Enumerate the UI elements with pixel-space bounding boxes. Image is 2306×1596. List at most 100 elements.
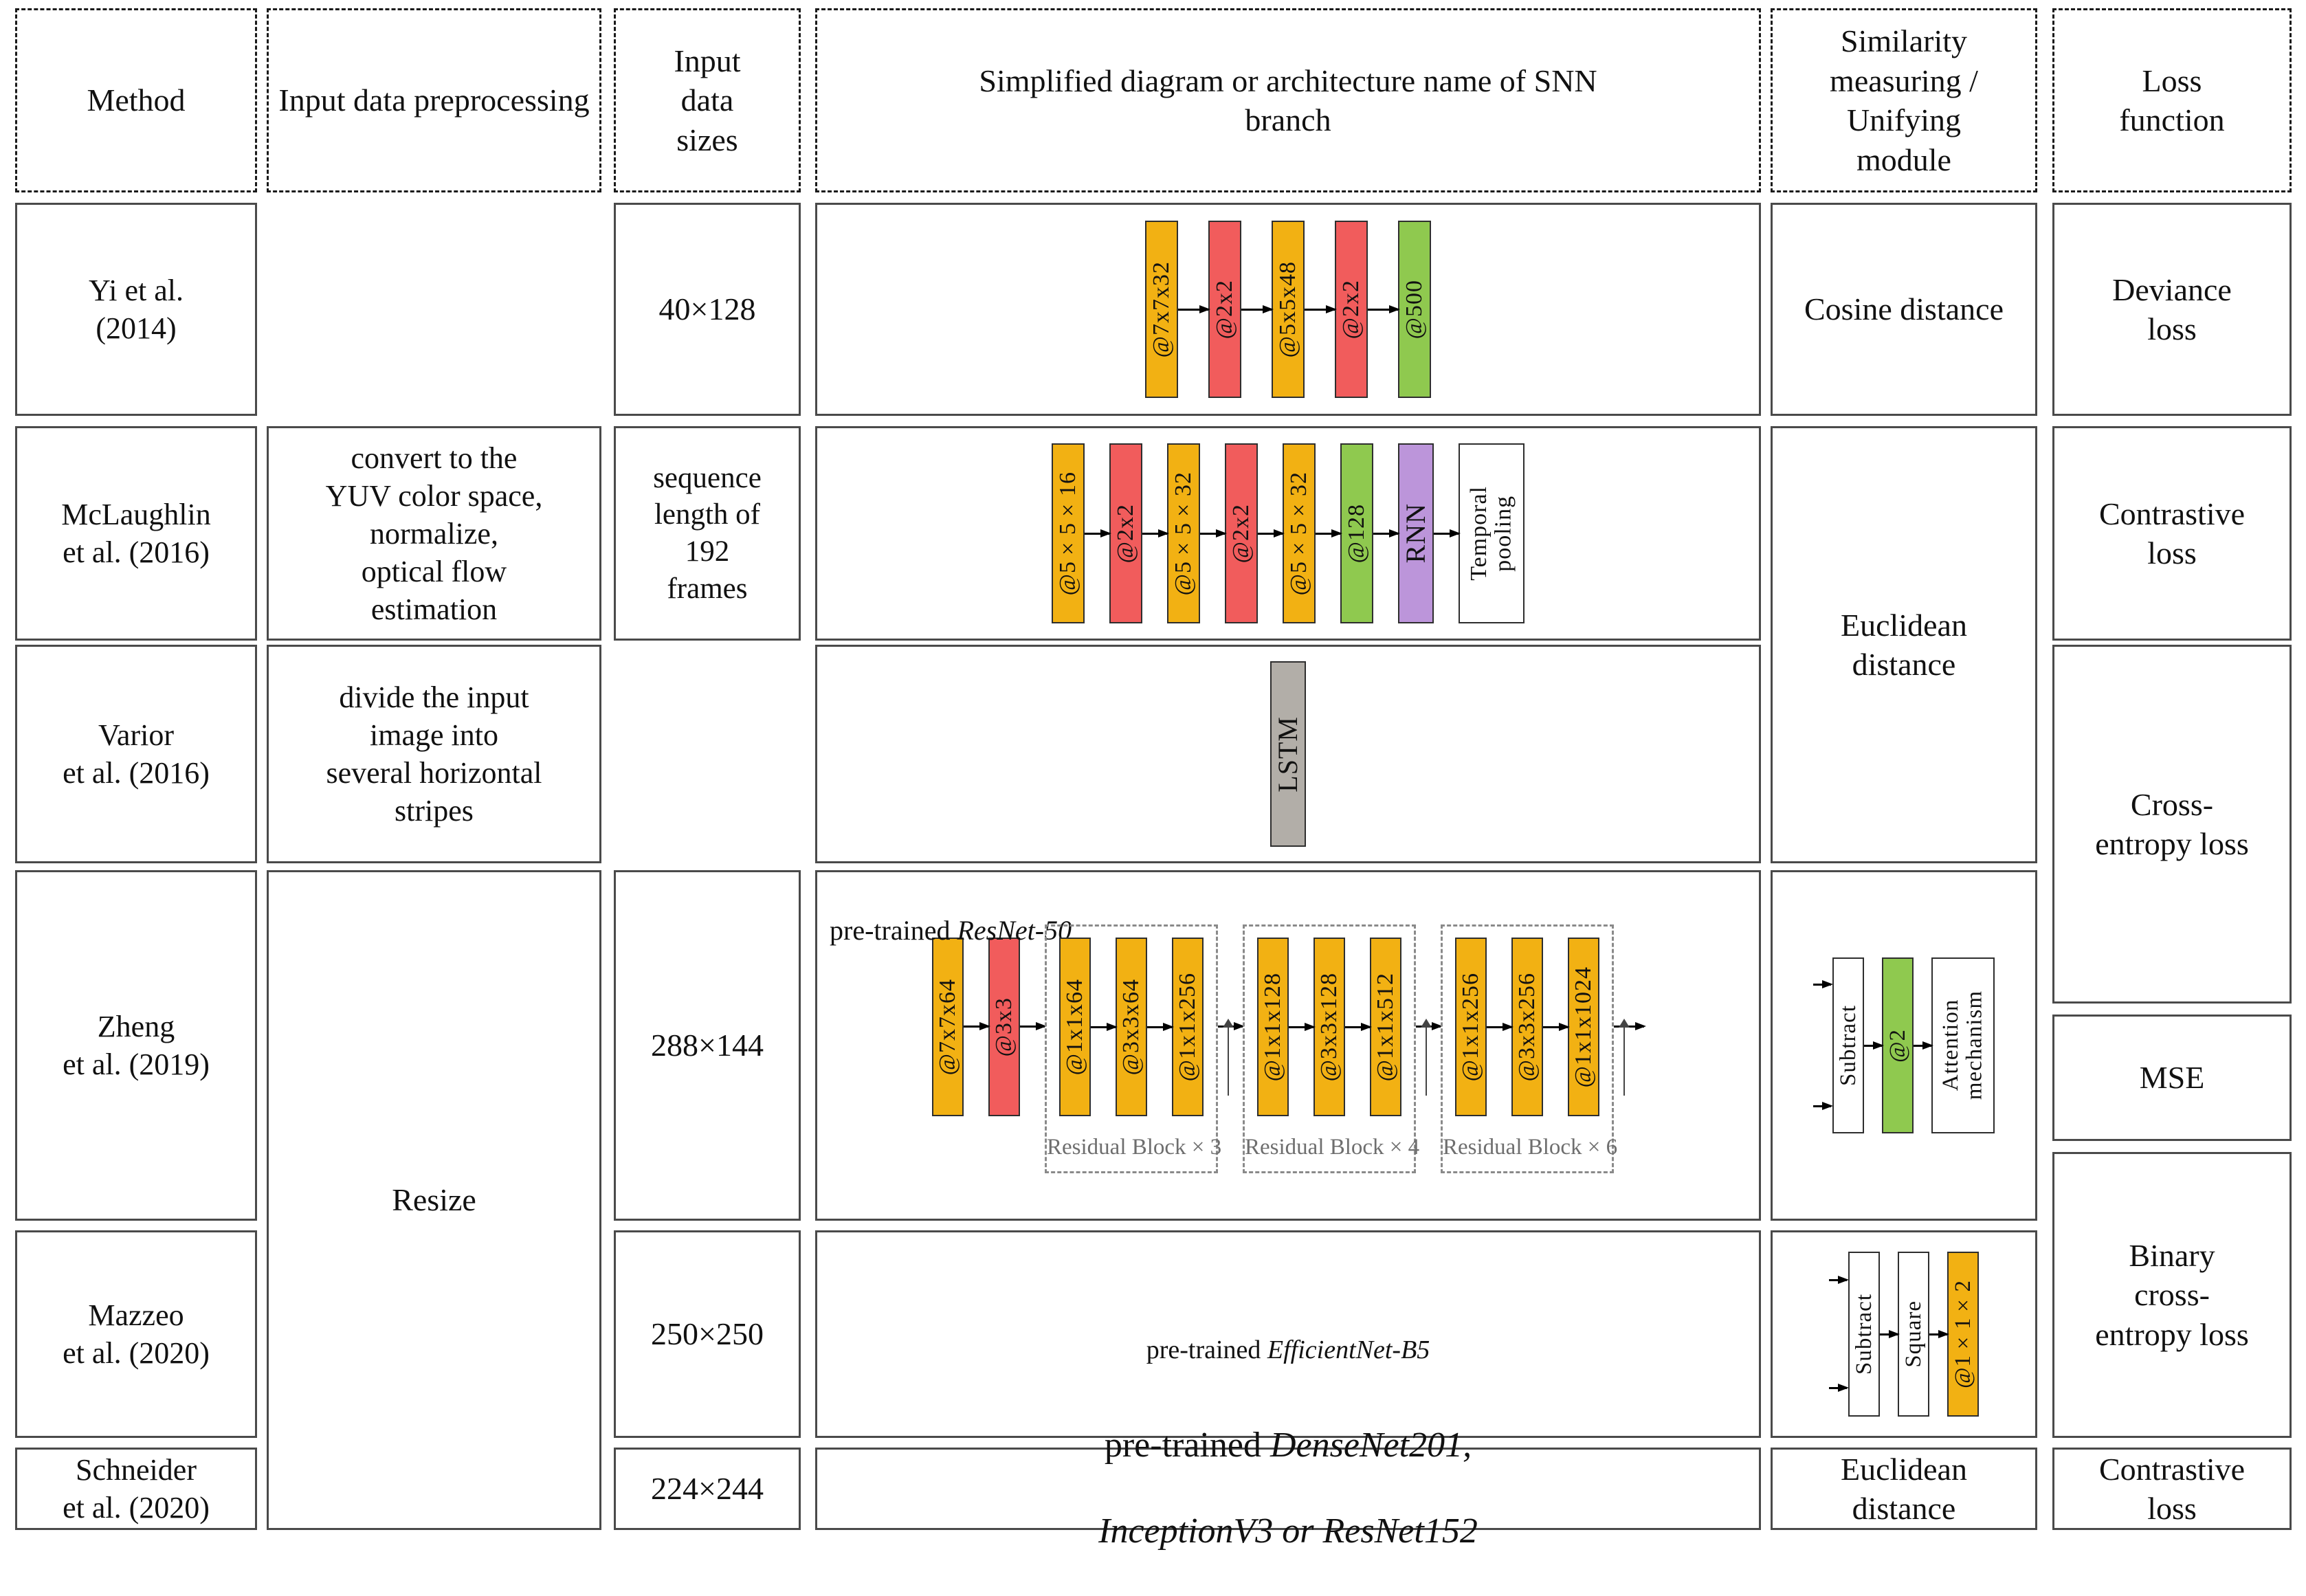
- input-size-mclaughlin: sequence length of 192 frames: [614, 426, 801, 641]
- input-arrow: [1829, 1276, 1849, 1284]
- pretrained-densenet-label: pre-trained DenseNet201, InceptionV3 or …: [1098, 1426, 1478, 1551]
- method-yi-2014: Yi et al. (2014): [15, 203, 257, 416]
- conv-block: @1x1x256: [1455, 938, 1487, 1116]
- flow-arrow: [1914, 1041, 1933, 1050]
- skip-connection-exit: [1614, 1018, 1646, 1096]
- input-arrow: [1813, 1102, 1833, 1110]
- residual-block-group-3: @1x1x256 @3x3x256 @1x1x1024 Residual Blo…: [1441, 924, 1618, 1173]
- pool-block: @2x2: [1335, 221, 1368, 398]
- flow-arrow: [1142, 529, 1169, 537]
- preprocessing-resize-merged: Resize: [267, 870, 601, 1530]
- unify-flow: Subtract Square @1×1×2: [1829, 1252, 1979, 1417]
- diagram-mclaughlin-architecture: @5×5×16 @2x2 @5×5×32 @2x2 @5×5×32 @128 R…: [815, 426, 1761, 641]
- conv-block: @1x1x1024: [1568, 938, 1599, 1116]
- flow-arrow: [1305, 304, 1337, 313]
- flow-arrow: [1316, 529, 1342, 537]
- pool-block: @2x2: [1225, 443, 1258, 623]
- conv-block: @3x3x128: [1313, 938, 1345, 1116]
- flow-arrow: [1258, 529, 1285, 537]
- conv-block: @1x1x64: [1059, 938, 1091, 1116]
- residual-group-label: Residual Block × 4: [1245, 1134, 1420, 1160]
- flow-arrow: [1020, 1022, 1047, 1030]
- input-arrows: [1829, 1276, 1849, 1392]
- loss-binary-cross-entropy-merged: Binary cross- entropy loss: [2052, 1152, 2292, 1438]
- conv-block: @5×5×32: [1167, 443, 1200, 623]
- fc-block: @128: [1340, 443, 1373, 623]
- conv-block: @7x7x32: [1145, 221, 1178, 398]
- pool-block: @3x3: [988, 938, 1020, 1116]
- method-mazzeo-2020: Mazzeo et al. (2020): [15, 1230, 257, 1438]
- residual-group-label: Residual Block × 6: [1443, 1134, 1618, 1160]
- conv-block: @7x7x64: [932, 938, 964, 1116]
- diagram-yi-architecture: @7x7x32 @2x2 @5x5x48 @2x2 @500: [815, 203, 1761, 416]
- skip-connection: [1416, 1018, 1443, 1096]
- header-preprocessing: Input data preprocessing: [267, 8, 601, 192]
- method-zheng-2019: Zheng et al. (2019): [15, 870, 257, 1221]
- similarity-euclidean-schneider: Euclidean distance: [1771, 1448, 2037, 1530]
- flow-arrow: [1085, 529, 1111, 537]
- header-similarity: Similarity measuring / Unifying module: [1771, 8, 2037, 192]
- diagram-mazzeo-architecture: pre-trained EfficientNet-B5: [815, 1230, 1761, 1438]
- method-varior-2016: Varior et al. (2016): [15, 645, 257, 863]
- header-loss: Loss function: [2052, 8, 2292, 192]
- header-diagram: Simplified diagram or architecture name …: [815, 8, 1761, 192]
- loss-contrastive-schneider: Contrastive loss: [2052, 1448, 2292, 1530]
- conv-flow: @7x7x32 @2x2 @5x5x48 @2x2 @500: [1145, 221, 1431, 398]
- flow-arrow: [1147, 1022, 1174, 1031]
- subtract-block: Subtract: [1832, 957, 1864, 1133]
- similarity-euclidean-merged: Euclidean distance: [1771, 426, 2037, 863]
- loss-mse: MSE: [2052, 1015, 2292, 1141]
- input-arrow: [1829, 1384, 1849, 1392]
- conv-block: @1×1×2: [1947, 1252, 1979, 1417]
- snn-comparison-table: Method Input data preprocessing Input da…: [15, 8, 2292, 1551]
- unify-flow: Subtract @2 Attention mechanism: [1813, 957, 1995, 1133]
- flow-arrow: [1880, 1329, 1900, 1338]
- fc-block: @2: [1882, 957, 1914, 1133]
- conv-block: @1x1x512: [1370, 938, 1401, 1116]
- lstm-block: LSTM: [1270, 661, 1306, 847]
- header-input-sizes: Input data sizes: [614, 8, 801, 192]
- diagram-varior-architecture: LSTM: [815, 645, 1761, 863]
- method-schneider-2020: Schneider et al. (2020): [15, 1448, 257, 1530]
- residual-block-group-1: @1x1x64 @3x3x64 @1x1x256 Residual Block …: [1045, 924, 1221, 1173]
- header-method: Method: [15, 8, 257, 192]
- attention-mechanism-block: Attention mechanism: [1931, 957, 1995, 1133]
- flow-arrow: [1241, 304, 1274, 313]
- subtract-block: Subtract: [1848, 1252, 1880, 1417]
- input-arrow: [1813, 980, 1833, 988]
- pool-block: @2x2: [1109, 443, 1142, 623]
- method-mclaughlin-2016: McLaughlin et al. (2016): [15, 426, 257, 641]
- conv-block: @5×5×16: [1052, 443, 1085, 623]
- input-size-yi: 40×128: [614, 203, 801, 416]
- residual-block-group-2: @1x1x128 @3x3x128 @1x1x512 Residual Bloc…: [1243, 924, 1420, 1173]
- input-arrows: [1813, 980, 1833, 1110]
- flow-arrow: [1091, 1022, 1118, 1031]
- flow-arrow: [1373, 529, 1400, 537]
- input-size-mazzeo: 250×250: [614, 1230, 801, 1438]
- conv-block: @3x3x256: [1511, 938, 1543, 1116]
- pretrained-efficientnet-label: pre-trained EfficientNet-B5: [1146, 1335, 1430, 1364]
- flow-arrow: [1929, 1329, 1949, 1338]
- conv-block: @1x1x128: [1257, 938, 1289, 1116]
- flow-arrow: [1345, 1022, 1372, 1031]
- flow-arrow: [1200, 529, 1227, 537]
- similarity-mazzeo-module: Subtract Square @1×1×2: [1771, 1230, 2037, 1438]
- preprocessing-varior: divide the input image into several hori…: [267, 645, 601, 863]
- flow-arrow: [1289, 1022, 1316, 1031]
- input-size-schneider: 224×244: [614, 1448, 801, 1530]
- flow-arrow: [1864, 1041, 1884, 1050]
- similarity-zheng-module: Subtract @2 Attention mechanism: [1771, 870, 2037, 1221]
- temporal-pooling-block: Temporal pooling: [1459, 443, 1525, 623]
- input-size-zheng: 288×144: [614, 870, 801, 1221]
- conv-block: @1x1x256: [1172, 938, 1204, 1116]
- skip-up-arrow: [1223, 1018, 1234, 1096]
- flow-arrow: [964, 1022, 990, 1030]
- loss-cross-entropy-merged: Cross- entropy loss: [2052, 645, 2292, 1004]
- conv-rnn-flow: @5×5×16 @2x2 @5×5×32 @2x2 @5×5×32 @128 R…: [1052, 443, 1525, 623]
- skip-up-arrow: [1619, 1018, 1630, 1096]
- loss-deviance: Deviance loss: [2052, 203, 2292, 416]
- pretrained-resnet-label: pre-trained ResNet-50: [830, 915, 1072, 946]
- similarity-cosine: Cosine distance: [1771, 203, 2037, 416]
- flow-arrow: [1368, 304, 1400, 313]
- skip-up-arrow: [1421, 1018, 1432, 1096]
